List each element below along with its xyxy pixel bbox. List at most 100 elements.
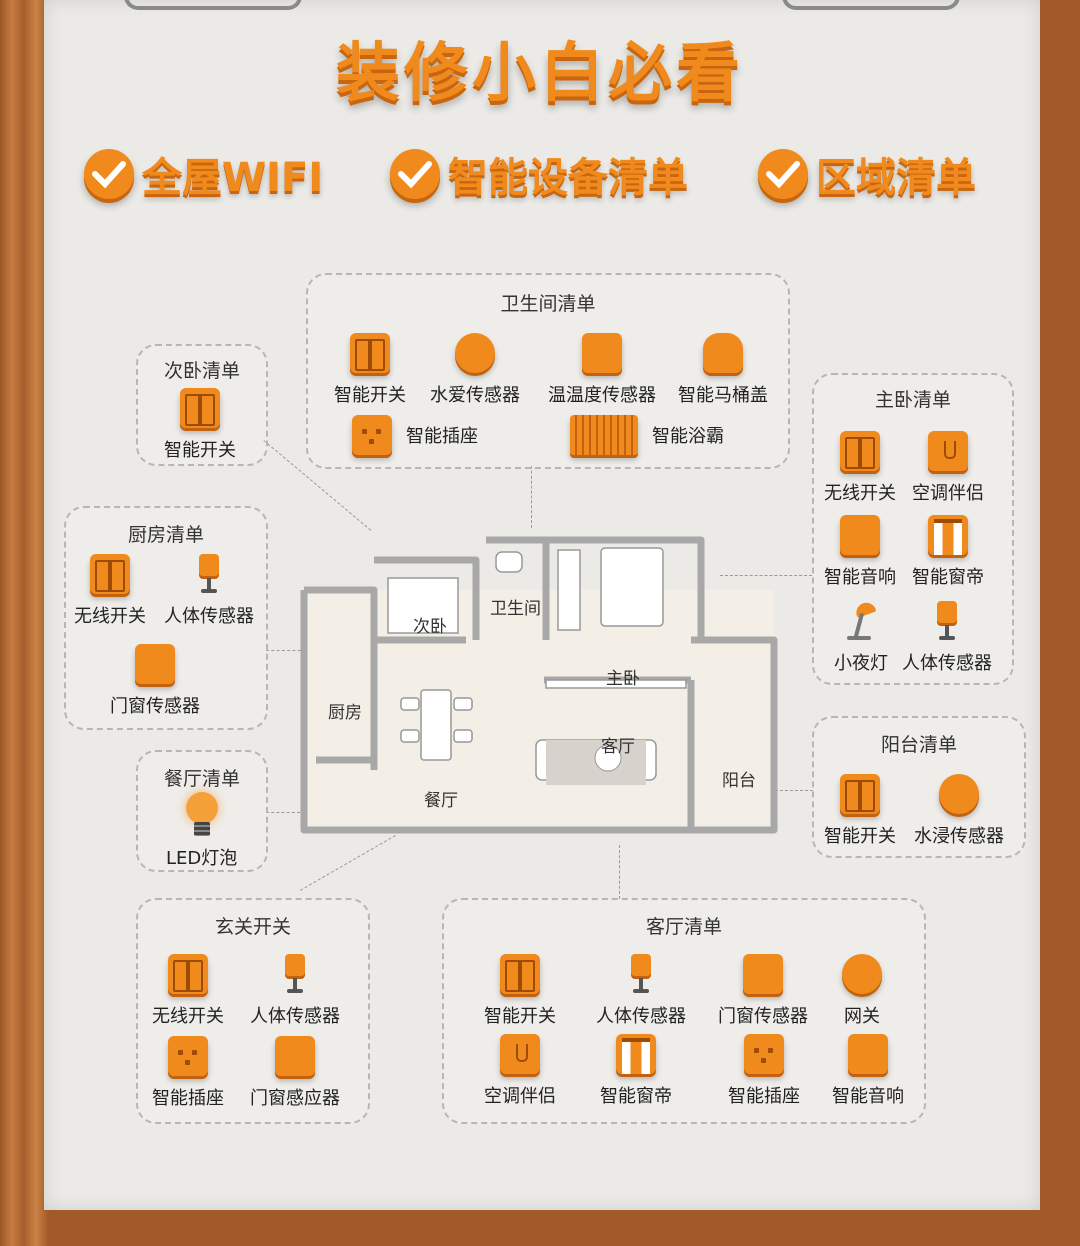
door-sensor-icon (135, 644, 175, 684)
tag-label: 全屋WIFI (142, 155, 324, 201)
card-title: 卫生间清单 (500, 293, 596, 315)
card-title: 次卧清单 (163, 360, 240, 382)
switch-icon (350, 333, 390, 373)
switch-icon (840, 431, 880, 471)
card-title: 客厅清单 (645, 916, 722, 938)
tag-area-list: 区域清单 (758, 144, 976, 204)
outlet-icon (168, 1036, 208, 1076)
curtain-icon (928, 515, 968, 555)
speaker-icon (848, 1034, 888, 1074)
device-motion-sensor: 人体传感器 (250, 954, 340, 1028)
toilet-icon (703, 333, 743, 373)
door-sensor-icon (275, 1036, 315, 1076)
device-door-sensor: 门窗传感器 (718, 954, 808, 1028)
outlet-icon (744, 1034, 784, 1074)
room-label: 主卧 (606, 669, 640, 689)
tag-device-list: 智能设备清单 (390, 144, 688, 204)
hanger-right (782, 0, 960, 10)
switch-icon (90, 554, 130, 594)
device-motion-sensor: 人体传感器 (164, 554, 254, 628)
device-ac-companion: 空调伴侣 (912, 431, 984, 505)
living-card: 客厅清单 智能开关 人体传感器 门窗传感器 网关 空调伴侣 智能窗帝 智能插座 … (442, 898, 926, 1124)
tag-wifi: 全屋WIFI (84, 144, 323, 204)
device-wireless-switch: 无线开关 (824, 431, 896, 505)
bath-heater-icon (570, 415, 638, 455)
switch-icon (500, 954, 540, 994)
outlet-icon (352, 415, 392, 455)
device-smart-switch: 智能开关 (824, 774, 896, 848)
water-sensor-icon (939, 774, 979, 814)
page-title: 装修小白必看 (336, 37, 744, 111)
device-smart-switch: 智能开关 (484, 954, 556, 1028)
motion-sensor-icon (275, 954, 315, 994)
room-label: 客厅 (601, 737, 635, 757)
speaker-icon (840, 515, 880, 555)
connector-line (775, 790, 813, 791)
motion-sensor-icon (189, 554, 229, 594)
device-motion-sensor: 人体传感器 (902, 601, 992, 675)
room-label: 厨房 (328, 703, 362, 723)
switch-icon (840, 774, 880, 814)
checkmark-icon (84, 149, 134, 199)
device-door-sensor: 门窗传感器 (110, 644, 200, 718)
device-smart-curtain: 智能窗帝 (912, 515, 984, 589)
device-door-sensor: 门窗感应器 (250, 1036, 340, 1110)
floor-plan-drawing (300, 536, 778, 834)
connector-line (266, 650, 306, 651)
card-title: 玄关开关 (214, 916, 291, 938)
floor-plan: 次卧 卫生间 主卧 厨房 客厅 餐厅 阳台 (296, 530, 786, 840)
second-bedroom-card: 次卧清单 智能开关 (136, 344, 268, 466)
balcony-card: 阳台清单 智能开关 水浸传感器 (812, 716, 1026, 858)
device-bath-heater: 智能浴霸 (570, 415, 724, 455)
device-gateway: 网关 (842, 954, 882, 1028)
motion-sensor-icon (927, 601, 967, 641)
dining-card: 餐厅清单 LED灯泡 (136, 750, 268, 872)
device-motion-sensor: 人体传感器 (596, 954, 686, 1028)
curtain-icon (616, 1034, 656, 1074)
device-water-sensor: 水爱传感器 (430, 333, 520, 407)
tag-label: 区域清单 (816, 155, 976, 201)
connector-line (266, 812, 300, 813)
card-title: 厨房清单 (127, 524, 204, 546)
device-smart-switch: 智能开关 (164, 388, 236, 462)
connector-line (619, 845, 620, 899)
ac-plug-icon (500, 1034, 540, 1074)
device-wireless-switch: 无线开关 (152, 954, 224, 1028)
bathroom-card: 卫生间清单 智能开关 水爱传感器 温温度传感器 智能马桶盖 智能插座 智能浴霸 (306, 273, 790, 469)
hanger-left (124, 0, 302, 10)
kitchen-card: 厨房清单 无线开关 人体传感器 门窗传感器 (64, 506, 268, 730)
device-smart-outlet: 智能插座 (352, 415, 478, 455)
room-label: 餐厅 (424, 791, 458, 811)
room-label: 阳台 (722, 771, 756, 791)
master-bedroom-card: 主卧清单 无线开关 空调伴侣 智能音响 智能窗帝 小夜灯 人体传感器 (812, 373, 1014, 685)
card-title: 餐厅清单 (163, 768, 240, 790)
motion-sensor-icon (621, 954, 661, 994)
ac-plug-icon (928, 431, 968, 471)
tag-label: 智能设备清单 (448, 155, 688, 201)
door-sensor-icon (743, 954, 783, 994)
gateway-icon (842, 954, 882, 994)
room-label: 次卧 (413, 617, 447, 637)
connector-line (531, 466, 532, 528)
checkmark-icon (758, 149, 808, 199)
device-smart-outlet: 智能插座 (152, 1036, 224, 1110)
device-led-bulb: LED灯泡 (166, 792, 237, 870)
device-ac-companion: 空调伴侣 (484, 1034, 556, 1108)
room-label: 卫生间 (490, 599, 541, 619)
device-smart-toilet: 智能马桶盖 (678, 333, 768, 407)
device-smart-speaker: 智能音响 (824, 515, 896, 589)
switch-icon (180, 388, 220, 428)
device-flood-sensor: 水浸传感器 (914, 774, 1004, 848)
thermometer-icon (582, 333, 622, 373)
device-night-light: 小夜灯 (834, 599, 888, 675)
checkmark-icon (390, 149, 440, 199)
device-wireless-switch: 无线开关 (74, 554, 146, 628)
device-smart-curtain: 智能窗帝 (600, 1034, 672, 1108)
entrance-card: 玄关开关 无线开关 人体传感器 智能插座 门窗感应器 (136, 898, 370, 1124)
connector-line (720, 575, 812, 576)
device-smart-speaker: 智能音响 (832, 1034, 904, 1108)
device-smart-outlet: 智能插座 (728, 1034, 800, 1108)
device-smart-switch: 智能开关 (334, 333, 406, 407)
switch-icon (168, 954, 208, 994)
card-title: 阳台清单 (880, 734, 957, 756)
